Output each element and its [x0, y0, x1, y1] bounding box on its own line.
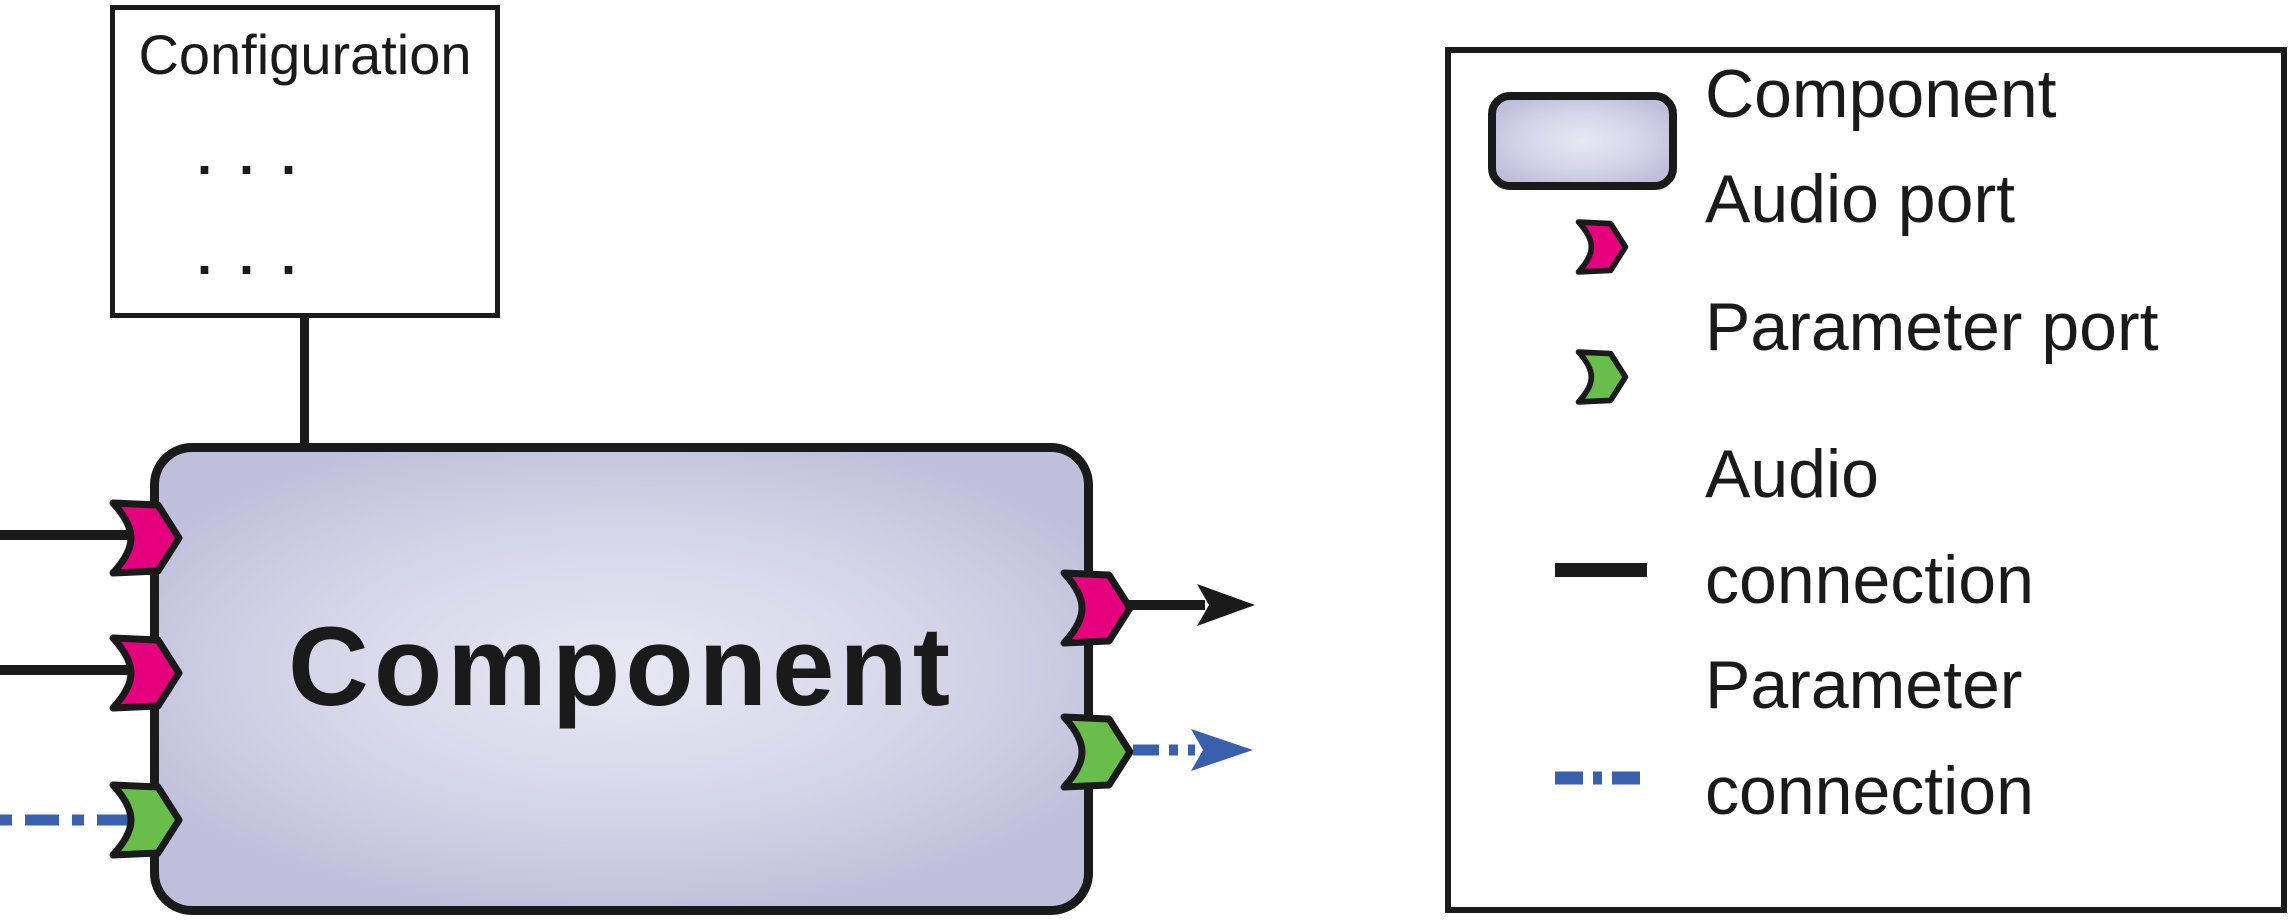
- legend-label-parameter-connection: Parameter connection: [1705, 647, 2034, 829]
- parameter-port-in: [109, 781, 183, 859]
- legend-label-audio-port: Audio port: [1705, 161, 2015, 237]
- audio-connection-arrow-out: [1125, 584, 1255, 626]
- configuration-connector-line: [300, 316, 309, 446]
- component-box: [150, 443, 1093, 915]
- parameter-connection-line-in: [0, 814, 132, 826]
- legend-label-component: Component: [1705, 56, 2057, 132]
- audio-connection-line-in-1: [0, 530, 128, 540]
- audio-port-in-1: [109, 499, 183, 577]
- legend-audio-connection-icon: [1555, 563, 1647, 577]
- configuration-ellipsis-row: . . .: [197, 126, 303, 186]
- parameter-connection-arrow-out: [1133, 729, 1253, 771]
- component-label-wrap: Component: [150, 443, 1093, 915]
- configuration-ellipsis-row: . . .: [197, 226, 303, 286]
- legend-label-parameter-port: Parameter port: [1705, 289, 2159, 365]
- configuration-box: Configuration . . . . . .: [110, 5, 500, 318]
- legend-parameter-port-icon: [1575, 349, 1629, 405]
- legend-audio-port-icon: [1575, 219, 1629, 275]
- audio-port-in-2: [109, 634, 183, 712]
- parameter-port-out: [1060, 713, 1134, 791]
- configuration-title: Configuration: [138, 23, 472, 86]
- legend-parameter-connection-icon: [1555, 771, 1649, 785]
- component-label: Component: [287, 603, 956, 729]
- audio-connection-line-in-2: [0, 665, 128, 675]
- legend-box: [1445, 47, 2287, 913]
- legend-label-audio-connection: Audio connection: [1705, 436, 2034, 618]
- legend-component-swatch: [1488, 92, 1677, 190]
- audio-port-out: [1060, 569, 1134, 647]
